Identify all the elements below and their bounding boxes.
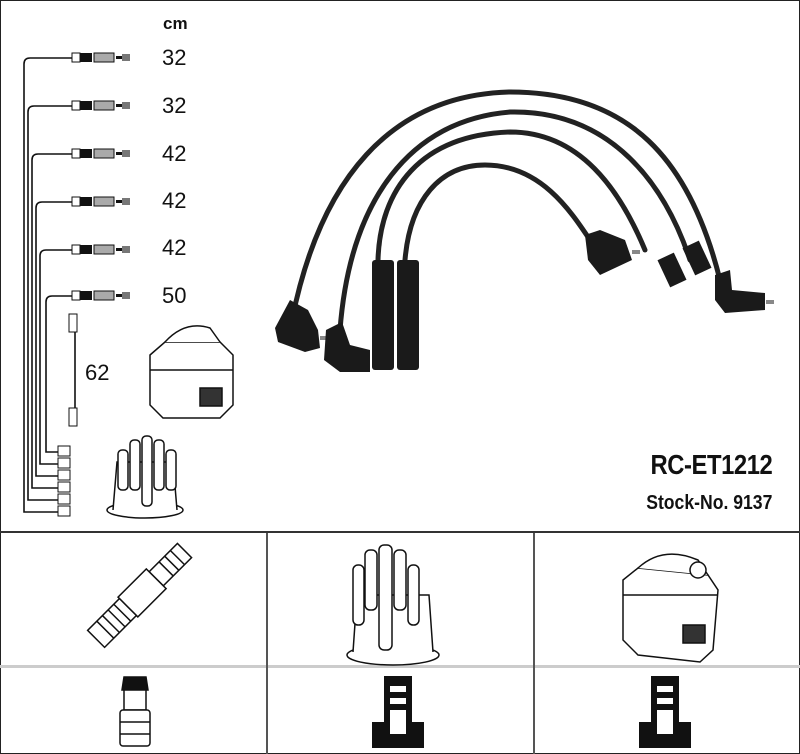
cable-length-4: 42 [162,188,187,213]
distributor-cap-icon [106,435,184,519]
section-divider [0,531,800,533]
cable-length-3: 42 [162,141,187,166]
cable-length-2: 32 [162,93,187,118]
stock-number: Stock-No. 9137 [645,492,772,514]
column-divider [266,533,268,754]
cable-length-1: 32 [162,45,187,70]
ignition-cable-set-illustration [275,89,774,372]
cable-length-6: 50 [162,283,187,308]
column-divider [533,533,535,754]
spark-plug-icon [86,542,193,649]
spark-plug-terminal-icon [119,676,151,747]
cable-end-connectors [71,52,130,301]
unit-label: cm [163,14,188,33]
cable-length-5: 42 [162,235,187,260]
ignition-coil-icon [149,325,234,419]
coil-lead-length: 62 [85,360,110,385]
coil-tower-icon [639,676,691,748]
distributor-cap-icon [346,544,440,666]
row-divider [0,665,800,668]
ignition-coil-icon [622,553,719,663]
distributor-tower-icon [372,676,424,748]
wiring-schematic [23,52,130,517]
part-number-title: RC-ET1212 [650,449,772,480]
